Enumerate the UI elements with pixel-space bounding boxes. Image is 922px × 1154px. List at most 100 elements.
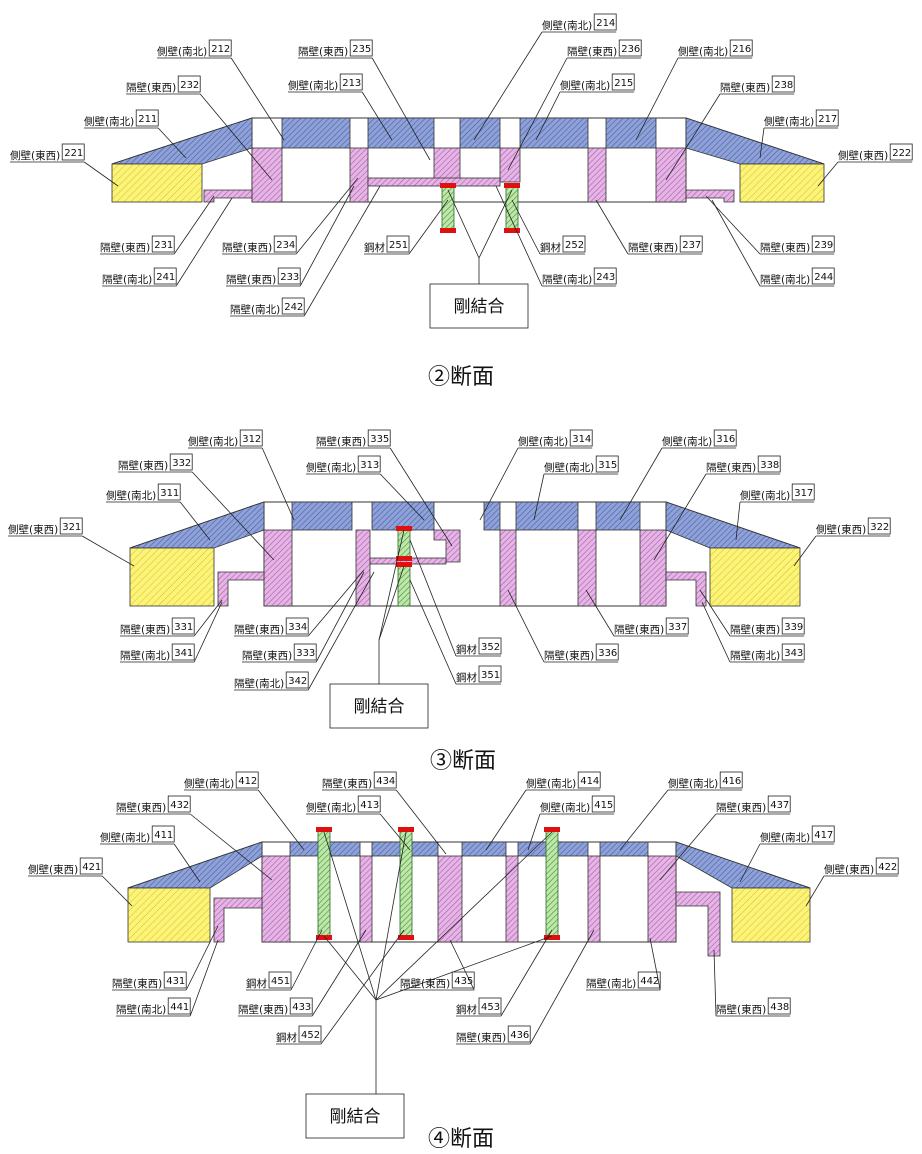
partition — [675, 891, 721, 957]
leader-line — [379, 813, 411, 851]
leader-line — [361, 91, 393, 141]
member-label: 側壁(南北) — [740, 489, 790, 502]
member-label: 側壁(東西) — [8, 523, 58, 536]
member-label: 側壁(南北) — [668, 777, 718, 790]
roof-wing-right — [665, 501, 801, 549]
section-4 — [127, 827, 811, 957]
member-number: 215 — [614, 78, 633, 89]
member-label: 隔壁(東西) — [222, 241, 272, 254]
member-number-box — [875, 857, 899, 875]
member-number-box — [729, 39, 753, 57]
leader-line — [409, 539, 457, 657]
member-number-box — [177, 75, 201, 93]
member-number-box — [815, 109, 839, 127]
member-label: 隔壁(南北) — [234, 677, 284, 690]
member-number-box — [367, 429, 391, 447]
member-number-box — [719, 771, 743, 789]
member-number-box — [757, 455, 781, 473]
member-label: 側壁(南北) — [544, 461, 594, 474]
member-label: 隔壁(東西) — [400, 977, 450, 990]
member-label: 側壁(南北) — [306, 461, 356, 474]
partition — [203, 189, 253, 203]
leader-line — [261, 447, 295, 521]
leader-line — [817, 161, 839, 187]
leader-line — [191, 471, 275, 561]
end-wall-right — [739, 163, 825, 203]
member-number-box — [239, 429, 263, 447]
member-label: 隔壁(東西) — [322, 777, 372, 790]
member-number: 239 — [814, 240, 833, 251]
leader-line — [409, 579, 457, 685]
member-number: 316 — [716, 434, 735, 445]
roof-block — [291, 501, 353, 531]
member-label: 側壁(南北) — [184, 777, 234, 790]
member-number-box — [373, 771, 397, 789]
member-label: 鋼材 — [456, 643, 477, 656]
member-number: 322 — [870, 522, 889, 533]
member-number-box — [298, 1025, 322, 1043]
member-label: 側壁(南北) — [84, 115, 134, 128]
member-number: 413 — [360, 800, 379, 811]
member-number-box — [889, 143, 913, 161]
member-number: 214 — [596, 18, 615, 29]
member-number-box — [79, 857, 103, 875]
member-number: 337 — [668, 622, 687, 633]
member-label: 隔壁(東西) — [100, 241, 150, 254]
member-number: 343 — [784, 648, 803, 659]
roof-block — [483, 501, 501, 531]
leader-line — [157, 127, 187, 159]
member-label: 隔壁(南北) — [120, 649, 170, 662]
rigid-joint-box — [305, 1093, 405, 1139]
partition — [251, 147, 283, 203]
leader-line — [735, 501, 741, 541]
member-number-box — [451, 971, 475, 989]
leader-line — [665, 93, 721, 181]
leader-line — [257, 789, 305, 851]
end-wall-left — [129, 547, 215, 607]
member-number: 312 — [242, 434, 261, 445]
rigid-joint-mark — [440, 183, 456, 188]
member-number: 432 — [170, 800, 189, 811]
member-label: 側壁(東西) — [10, 149, 60, 162]
partition — [647, 855, 677, 943]
partition — [433, 147, 461, 183]
leader-line — [479, 447, 519, 521]
member-label: 隔壁(南北) — [586, 977, 636, 990]
leader-line — [175, 197, 233, 287]
member-number-box — [169, 453, 193, 471]
member-number: 414 — [580, 776, 599, 787]
roof-wing-left — [127, 841, 263, 889]
member-number-box — [171, 643, 195, 661]
member-label: 隔壁(東西) — [716, 1003, 766, 1016]
leader-line — [595, 199, 629, 255]
member-number: 251 — [389, 240, 408, 251]
section-3 — [129, 501, 801, 607]
partition — [213, 897, 263, 943]
member-number: 211 — [138, 114, 157, 125]
member-number-box — [285, 671, 309, 689]
rigid-joint-arrow — [323, 935, 377, 1001]
member-number: 452 — [301, 1030, 320, 1041]
member-label: 側壁(南北) — [764, 115, 814, 128]
member-number-box — [595, 643, 619, 661]
member-label: 側壁(南北) — [288, 79, 338, 92]
roof-wing-right — [675, 841, 811, 889]
member-number-box — [562, 235, 586, 253]
leader-line — [585, 589, 615, 637]
member-label: 側壁(南北) — [306, 801, 356, 814]
leader-line — [449, 939, 475, 991]
roof-block — [371, 501, 435, 531]
leader-line — [485, 789, 527, 851]
member-number: 243 — [596, 272, 615, 283]
member-number-box — [577, 771, 601, 789]
partition — [433, 529, 461, 563]
member-label: 隔壁(東西) — [716, 801, 766, 814]
member-number-box — [478, 997, 502, 1015]
member-label: 側壁(南北) — [678, 45, 728, 58]
rigid-joint-label: 剛結合 — [354, 697, 405, 717]
member-number: 352 — [481, 642, 500, 653]
rigid-joint-mark — [440, 228, 456, 233]
rigid-joint-mark — [396, 526, 412, 531]
